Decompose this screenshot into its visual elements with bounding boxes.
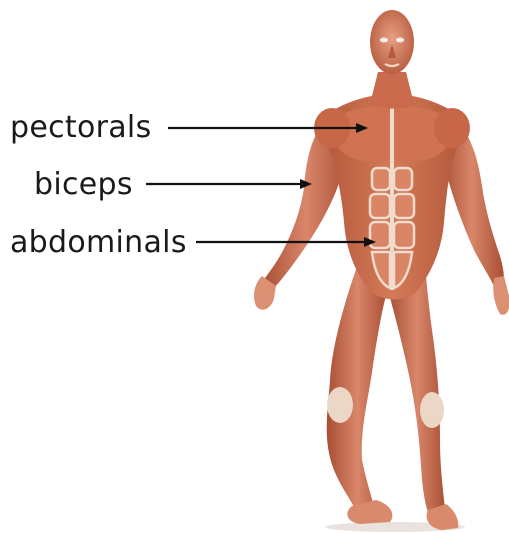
right-hand bbox=[493, 276, 509, 315]
abdominal-segment bbox=[370, 194, 390, 218]
right-eye bbox=[396, 38, 404, 43]
biceps-label: biceps bbox=[34, 170, 133, 200]
abdominal-segment bbox=[372, 168, 390, 190]
left-eye bbox=[380, 38, 388, 43]
abdominals-label: abdominals bbox=[10, 228, 187, 258]
abdominal-segment bbox=[394, 168, 412, 190]
left-knee bbox=[327, 387, 353, 423]
abdominal-segment bbox=[394, 194, 414, 218]
abdominal-segment bbox=[394, 222, 414, 248]
left-leg bbox=[327, 258, 388, 514]
right-knee bbox=[420, 392, 444, 428]
head bbox=[370, 10, 414, 74]
neck bbox=[370, 72, 414, 109]
abdominal-segment bbox=[370, 222, 390, 248]
pectorals-label: pectorals bbox=[10, 113, 152, 143]
right-shoulder bbox=[434, 108, 470, 148]
